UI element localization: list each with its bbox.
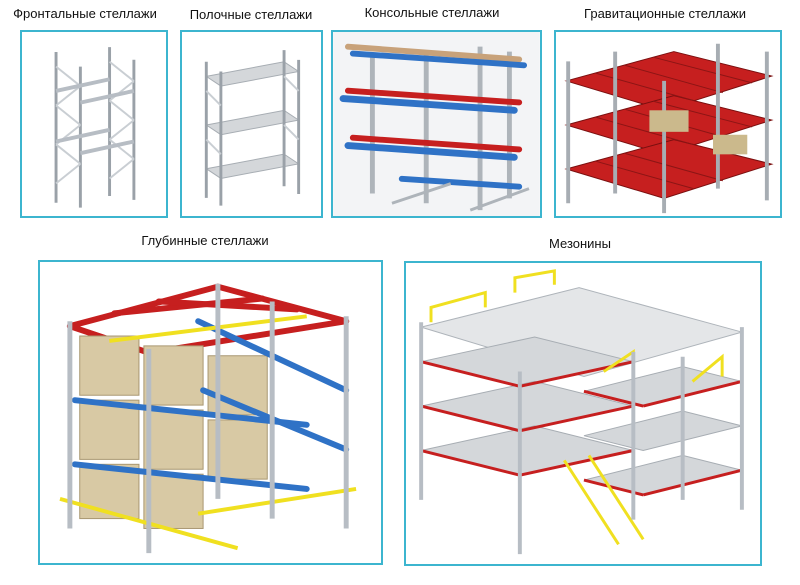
drive-in-rack-icon xyxy=(59,283,357,554)
title-cantilever-racks: Консольные стеллажи xyxy=(364,5,500,20)
title-mezzanine: Мезонины xyxy=(549,236,611,251)
pallet-rack-frame-icon xyxy=(54,47,136,208)
title-frontal-racks: Фронтальные стеллажи xyxy=(13,6,157,21)
title-shelf-racks: Полочные стеллажи xyxy=(189,7,313,22)
shelf-rack-icon xyxy=(204,50,301,206)
mezzanine-icon xyxy=(419,269,744,555)
cantilever-rack-icon xyxy=(333,32,540,216)
title-gravity-racks: Гравитационные стеллажи xyxy=(584,6,746,21)
card-shelf-racks[interactable] xyxy=(180,30,323,218)
gravity-rack-icon xyxy=(564,43,774,214)
title-drive-in-racks: Глубинные стеллажи xyxy=(141,233,269,248)
card-drive-in-racks[interactable] xyxy=(38,260,383,565)
card-cantilever-racks[interactable] xyxy=(331,30,542,218)
card-mezzanine[interactable] xyxy=(404,261,762,566)
card-frontal-racks[interactable] xyxy=(20,30,168,218)
card-gravity-racks[interactable] xyxy=(554,30,782,218)
